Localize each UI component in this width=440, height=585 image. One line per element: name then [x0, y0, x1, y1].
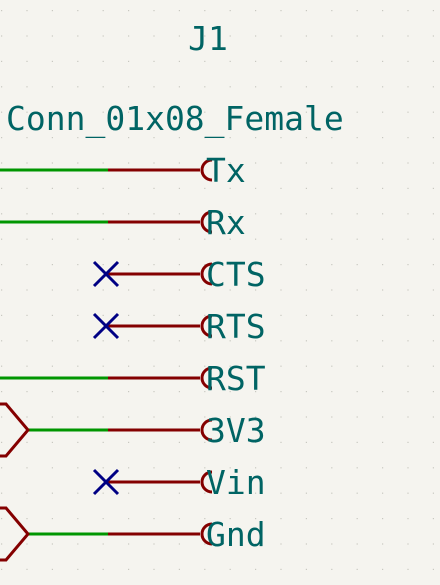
pin-name-gnd[interactable]: Gnd [206, 515, 266, 554]
pin-socket [200, 522, 213, 546]
pin-socket [200, 366, 213, 390]
pin-socket [200, 470, 213, 494]
pin-socket [200, 210, 213, 234]
pin-vin[interactable]: Vin [92, 463, 266, 502]
no-connect-flag[interactable] [92, 260, 120, 288]
pin-rst[interactable]: RST [0, 359, 266, 398]
pin-name-rst[interactable]: RST [206, 359, 266, 398]
pin-3v3[interactable]: 3V3 [0, 402, 266, 458]
pin-socket [200, 262, 213, 286]
pin-socket [200, 418, 213, 442]
pin-name-rx[interactable]: Rx [206, 203, 246, 242]
pin-name-rts[interactable]: RTS [206, 307, 266, 346]
pin-tx[interactable]: Tx [0, 151, 246, 190]
pin-rts[interactable]: RTS [92, 307, 266, 346]
global-label-shape[interactable] [0, 402, 30, 458]
pin-name-vin[interactable]: Vin [206, 463, 266, 502]
pin-name-cts[interactable]: CTS [206, 255, 266, 294]
reference-designator[interactable]: J1 [188, 19, 228, 58]
no-connect-flag[interactable] [92, 468, 120, 496]
pin-rx[interactable]: Rx [0, 203, 246, 242]
pin-name-tx[interactable]: Tx [206, 151, 246, 190]
global-label-shape[interactable] [0, 506, 30, 562]
component-value[interactable]: Conn_01x08_Female [6, 99, 344, 139]
pin-socket [200, 158, 213, 182]
no-connect-flag[interactable] [92, 312, 120, 340]
pin-cts[interactable]: CTS [92, 255, 266, 294]
pin-gnd[interactable]: Gnd [0, 506, 266, 562]
pin-socket [200, 314, 213, 338]
pin-name-3v3[interactable]: 3V3 [206, 411, 266, 450]
